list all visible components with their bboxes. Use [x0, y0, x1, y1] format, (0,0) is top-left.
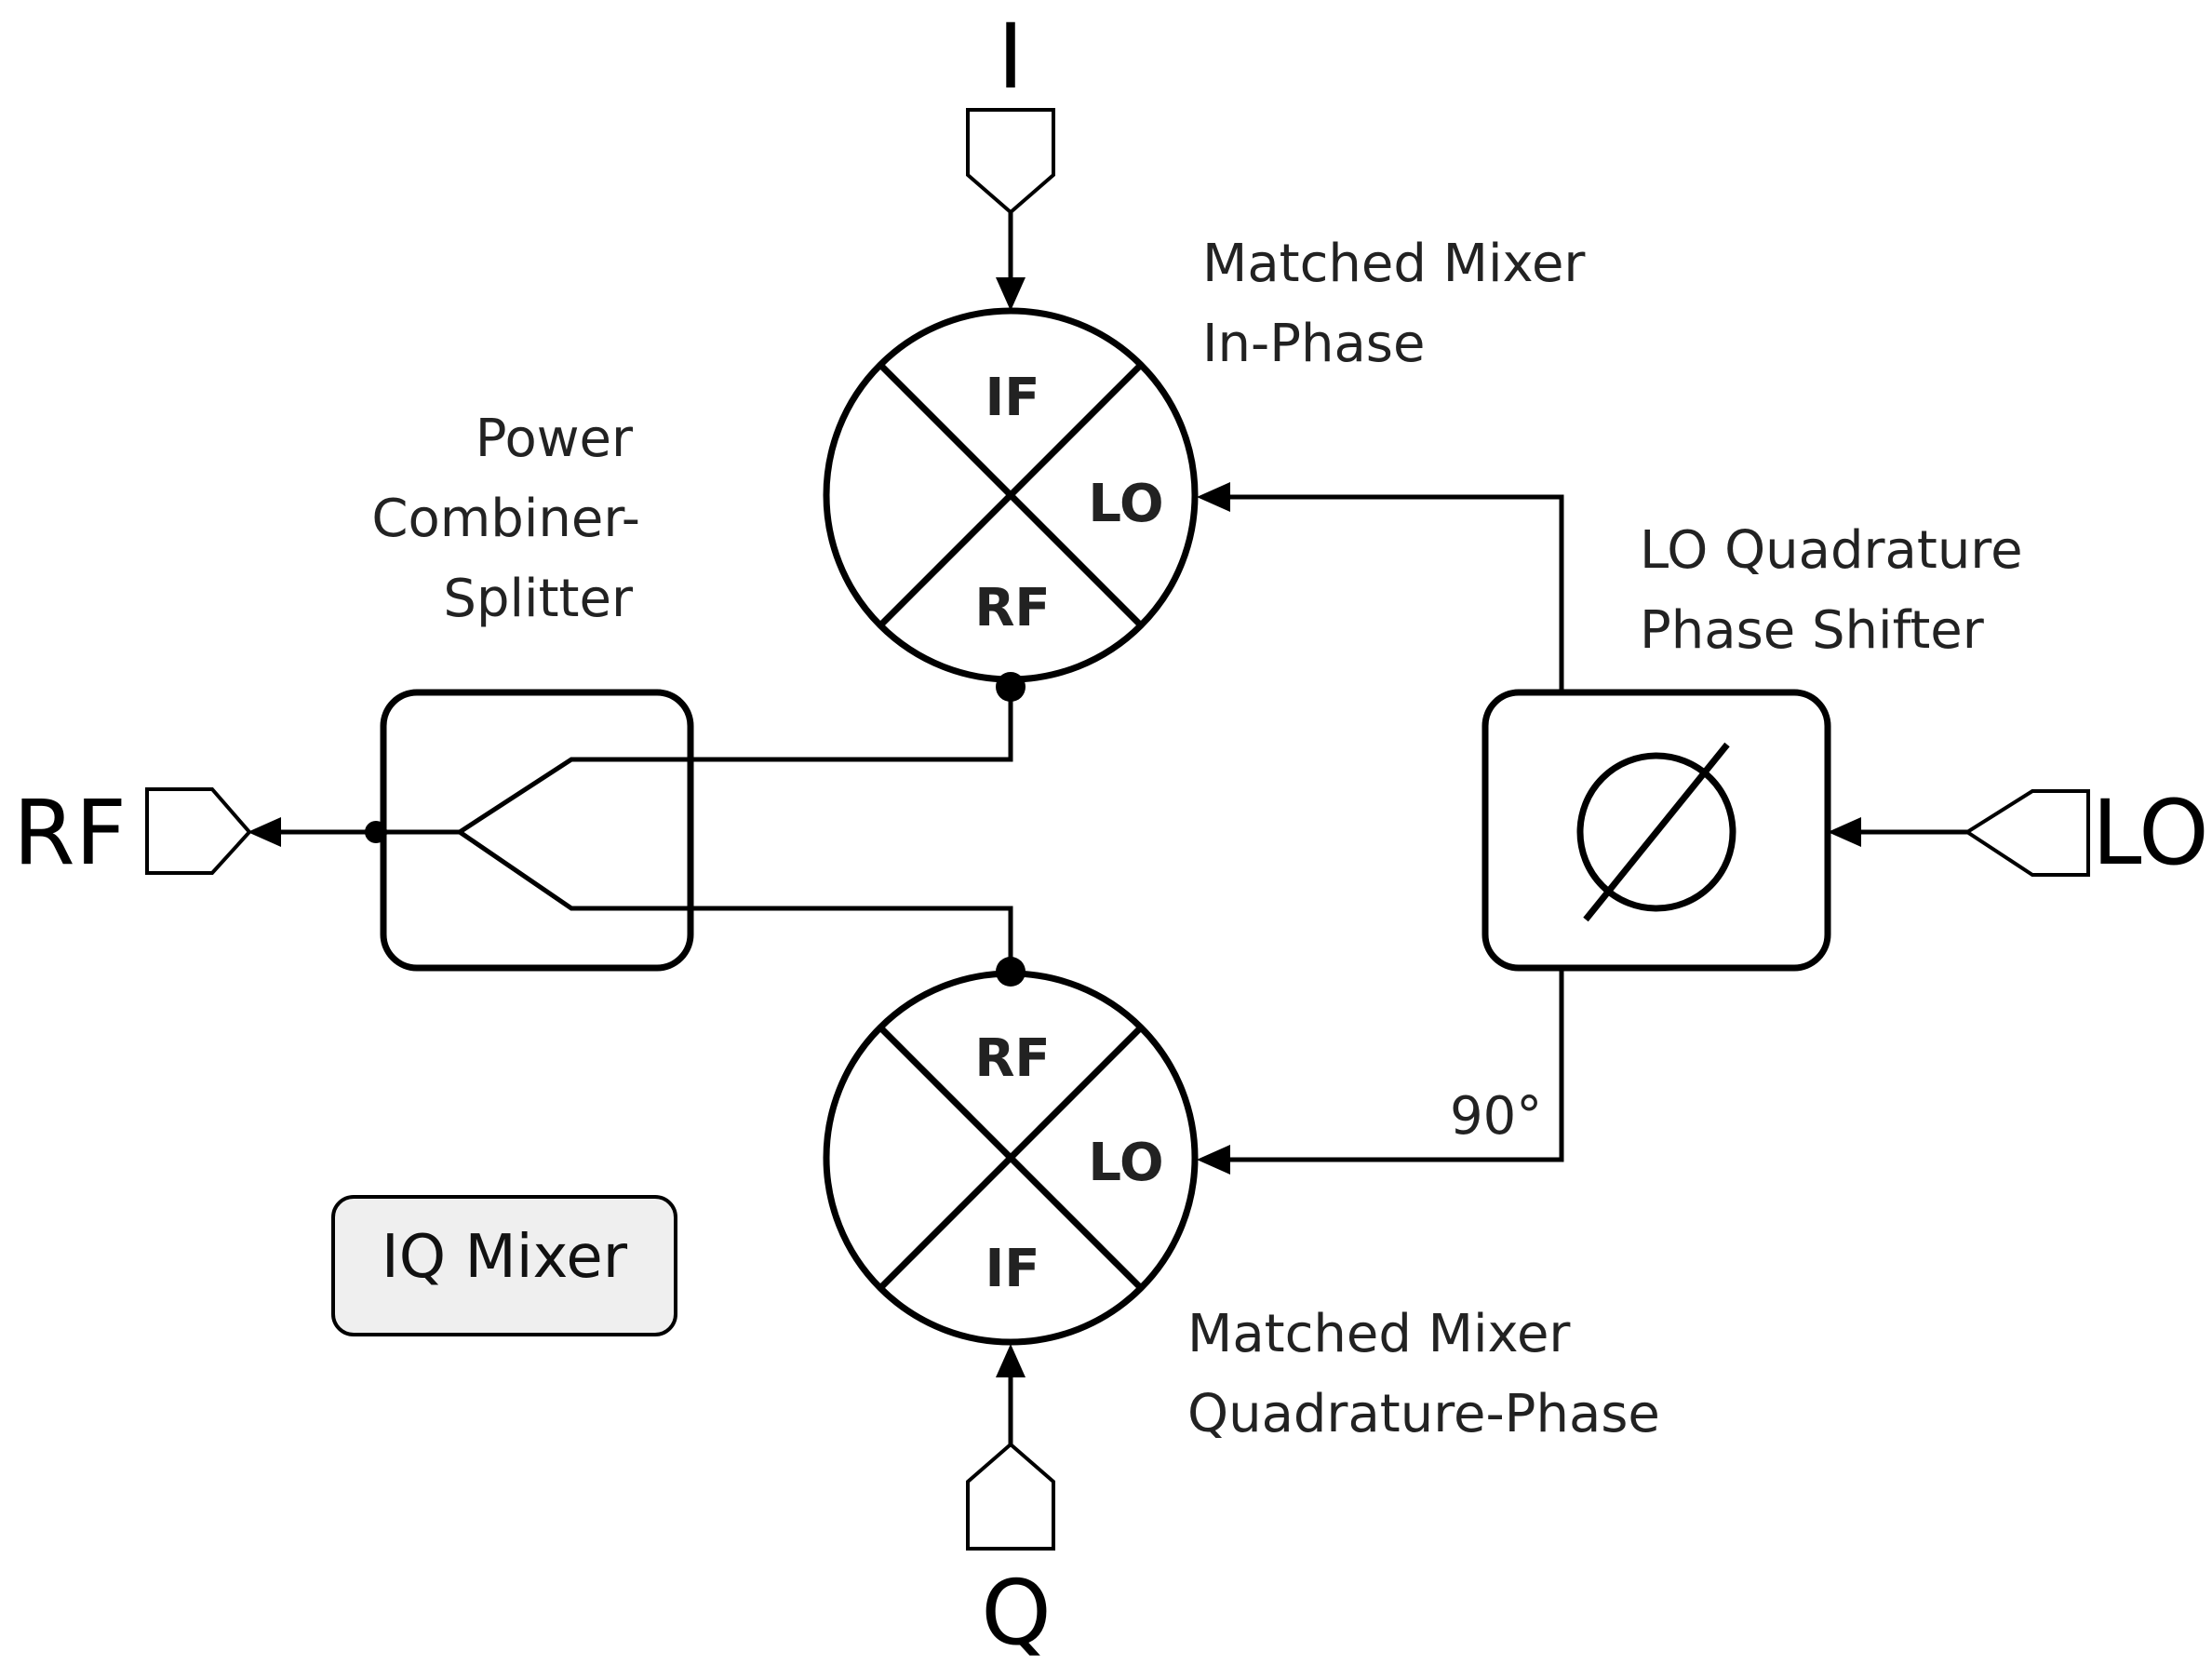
mixer-top-title-line1: Matched Mixer	[1202, 234, 1586, 294]
mixer-top-title-line2: In-Phase	[1202, 314, 1425, 374]
combiner-label-line1: Power	[476, 409, 634, 469]
mixer-bottom-rf-dot	[996, 957, 1026, 987]
mixer-bottom-title-line1: Matched Mixer	[1187, 1304, 1571, 1364]
lo-input-arrow	[1828, 817, 1861, 847]
phase-shifter-label-line1: LO Quadrature	[1640, 520, 2023, 581]
rf-output-arrow	[248, 817, 281, 847]
lo-port-label: LO	[2092, 781, 2209, 885]
combiner-label-line3: Splitter	[443, 569, 634, 629]
mixer-top-if-label: IF	[985, 368, 1039, 428]
phase-shift-icon	[1576, 752, 1736, 912]
phase-shifter-label-line2: Phase Shifter	[1640, 600, 1985, 661]
mixer-bottom-title-line2: Quadrature-Phase	[1187, 1384, 1660, 1444]
q-input-port	[966, 1344, 1055, 1551]
lo-input-port	[1828, 789, 2090, 877]
mixer-top-lo-arrow	[1197, 482, 1230, 512]
q-input-arrow	[996, 1344, 1026, 1377]
rf-output-port	[145, 787, 374, 875]
power-combiner-splitter	[365, 672, 1026, 987]
i-input-port	[966, 108, 1055, 311]
iq-mixer-legend	[331, 1195, 677, 1336]
q-port-label: Q	[981, 1561, 1052, 1665]
iq-mixer-legend-label: IQ Mixer	[382, 1223, 628, 1292]
mixer-bottom-rf-label: RF	[974, 1028, 1050, 1089]
mixer-bottom-lo-arrow	[1197, 1145, 1230, 1175]
i-port-label: I	[998, 5, 1024, 109]
mixer-bottom-lo-label: LO	[1088, 1133, 1163, 1193]
mixer-top-lo-label: LO	[1088, 474, 1163, 534]
lo-phase-shifter	[1197, 482, 1831, 1175]
i-input-arrow	[996, 277, 1026, 311]
mixer-in-phase	[823, 307, 1199, 683]
rf-port-label: RF	[13, 781, 127, 885]
mixer-top-rf-label: RF	[974, 578, 1050, 638]
combiner-label-line2: Combiner-	[371, 489, 640, 549]
phase-90-label: 90°	[1450, 1086, 1542, 1147]
mixer-bottom-if-label: IF	[985, 1239, 1039, 1299]
mixer-top-rf-dot	[996, 672, 1026, 702]
combiner-node-dot	[365, 821, 387, 843]
